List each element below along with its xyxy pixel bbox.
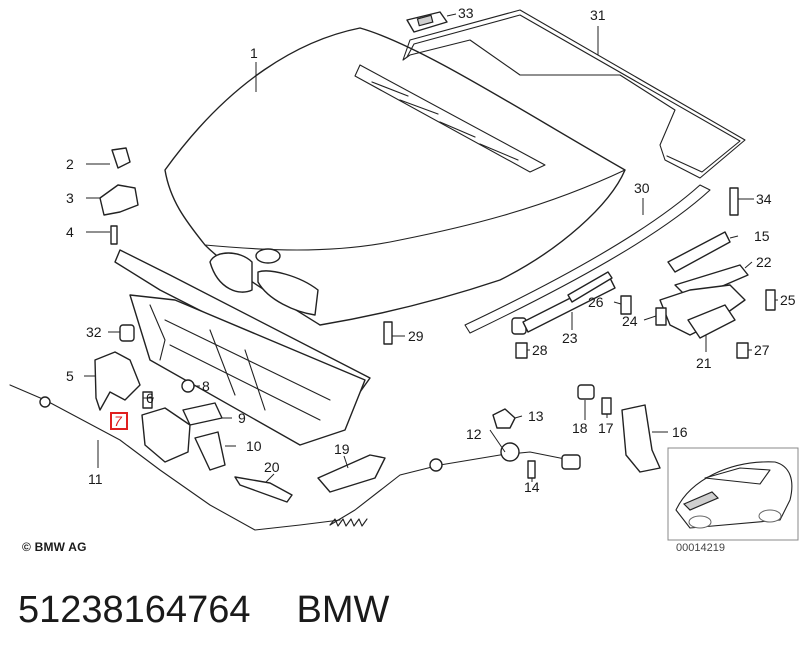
callout-14: 14 bbox=[524, 479, 540, 495]
leader-lines bbox=[84, 13, 778, 483]
callout-8: 8 bbox=[202, 378, 210, 394]
callout-30: 30 bbox=[634, 180, 650, 196]
callout-28: 28 bbox=[532, 342, 548, 358]
hood-seal bbox=[402, 9, 746, 179]
callout-13: 13 bbox=[528, 408, 544, 424]
hinge-assembly bbox=[659, 231, 749, 339]
callout-25: 25 bbox=[780, 292, 796, 308]
callout-29: 29 bbox=[408, 328, 424, 344]
seal-strip bbox=[464, 184, 711, 334]
callout-2: 2 bbox=[66, 156, 74, 172]
cable-guide-20 bbox=[234, 476, 293, 503]
callout-9: 9 bbox=[238, 410, 246, 426]
callout-10: 10 bbox=[246, 438, 262, 454]
callout-33: 33 bbox=[458, 5, 474, 21]
callout-7: 7 bbox=[114, 413, 123, 429]
cover-16 bbox=[621, 404, 661, 473]
copyright-notice: © BMW AG bbox=[22, 540, 87, 554]
gas-strut-23 bbox=[511, 271, 616, 335]
callout-21: 21 bbox=[696, 355, 712, 371]
callout-6: 6 bbox=[146, 390, 154, 406]
grommet-13 bbox=[492, 408, 516, 429]
nut-28 bbox=[515, 342, 528, 359]
clip-33 bbox=[406, 11, 448, 33]
latch-part-7 bbox=[141, 407, 191, 463]
part-number: 51238164764 bbox=[18, 589, 251, 631]
vehicle-location-inset bbox=[667, 447, 799, 541]
screw-17 bbox=[601, 397, 612, 415]
callout-32: 32 bbox=[86, 324, 102, 340]
callout-15: 15 bbox=[754, 228, 770, 244]
callout-26: 26 bbox=[588, 294, 604, 310]
brand-name: BMW bbox=[296, 589, 390, 631]
callout-1: 1 bbox=[250, 45, 258, 61]
callout-31: 31 bbox=[590, 7, 606, 23]
callout-18: 18 bbox=[572, 420, 588, 436]
handle-19 bbox=[317, 454, 386, 493]
bolt-34 bbox=[729, 187, 739, 216]
bolt-24 bbox=[655, 307, 667, 326]
inset-code: 00014219 bbox=[676, 542, 725, 554]
nut-27 bbox=[736, 342, 749, 359]
callout-23: 23 bbox=[562, 330, 578, 346]
bump-stop-32 bbox=[119, 324, 135, 342]
callout-27: 27 bbox=[754, 342, 770, 358]
footer-caption: 51238164764 BMW bbox=[18, 588, 389, 632]
callout-19: 19 bbox=[334, 441, 350, 457]
bolt-29 bbox=[383, 321, 393, 345]
hood bbox=[164, 27, 626, 326]
callout-3: 3 bbox=[66, 190, 74, 206]
latch-5 bbox=[94, 351, 141, 411]
callout-5: 5 bbox=[66, 368, 74, 384]
bolt-25 bbox=[765, 289, 776, 311]
front-carrier bbox=[114, 249, 371, 446]
highlight-box bbox=[110, 412, 128, 430]
callout-34: 34 bbox=[756, 191, 772, 207]
cable-11 bbox=[9, 384, 341, 531]
callout-20: 20 bbox=[264, 459, 280, 475]
callout-16: 16 bbox=[672, 424, 688, 440]
bracket-9 bbox=[182, 402, 223, 426]
spring bbox=[329, 518, 368, 527]
bolt-26 bbox=[620, 295, 632, 315]
callout-12: 12 bbox=[466, 426, 482, 442]
bracket-2 bbox=[111, 147, 131, 169]
callouts: 1 2 3 4 5 6 7 8 9 10 11 12 13 14 15 16 1… bbox=[66, 5, 796, 495]
callout-4: 4 bbox=[66, 224, 74, 240]
grommet-18 bbox=[577, 384, 595, 400]
callout-22: 22 bbox=[756, 254, 772, 270]
callout-17: 17 bbox=[598, 420, 614, 436]
callout-11: 11 bbox=[88, 471, 103, 487]
bolt-4 bbox=[110, 225, 118, 245]
bracket-3 bbox=[99, 184, 139, 216]
screw-14 bbox=[527, 460, 536, 479]
callout-24: 24 bbox=[622, 313, 638, 329]
bracket-10 bbox=[194, 431, 226, 471]
grommet-8 bbox=[181, 379, 195, 393]
bolt-6 bbox=[142, 391, 153, 409]
